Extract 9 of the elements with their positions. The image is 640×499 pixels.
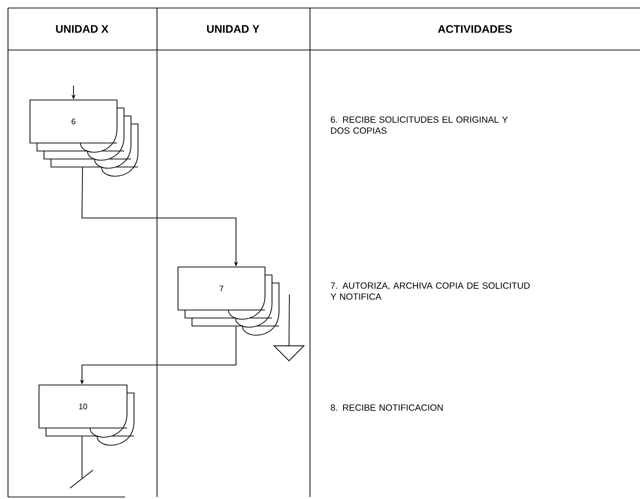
document-stack: 6 [30, 100, 138, 177]
activity-text: 8. RECIBE NOTIFICACION [330, 404, 443, 411]
column-header: UNIDAD X [56, 25, 108, 33]
activity-text: 6. RECIBE SOLICITUDES EL ORIGINAL Y DOS COPIAS [330, 116, 508, 134]
column-header: ACTIVIDADES [438, 25, 512, 33]
column-header: UNIDAD Y [207, 25, 260, 33]
document-stack: 7 [178, 266, 280, 336]
activity-text: 7. AUTORIZA, ARCHIVA COPIA DE SOLICITUD Y NOTIFICA [330, 282, 530, 300]
document-stack: 10 [38, 384, 134, 446]
